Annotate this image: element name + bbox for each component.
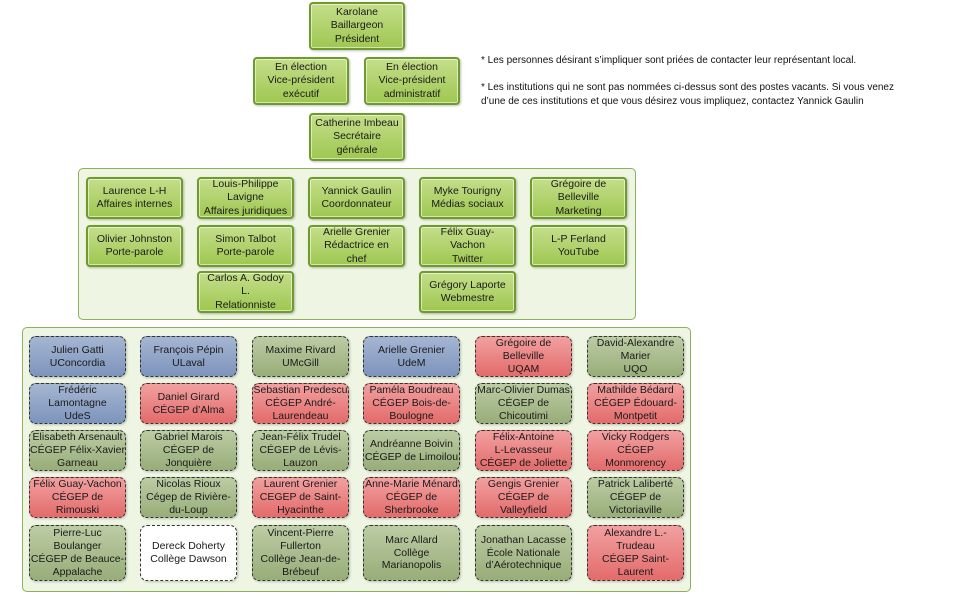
representative-box: Elisabeth Arsenault CÉGEP Félix-Xavier G…: [29, 430, 126, 471]
president-box: Karolane Baillargeon Président: [309, 2, 405, 50]
committee-member-box: Olivier Johnston Porte-parole: [86, 225, 183, 267]
representative-box: Jean-Félix Trudel CÉGEP de Lévis- Lauzon: [252, 430, 349, 471]
representative-box: Grégoire de Belleville UQAM: [475, 336, 572, 377]
representative-box: François Pépin ULaval: [140, 336, 237, 377]
representative-box: Gabriel Marois CÉGEP de Jonquière: [140, 430, 237, 471]
representative-box: Dereck Doherty Collège Dawson: [140, 525, 237, 581]
committee-member-box: Simon Talbot Porte-parole: [197, 225, 294, 267]
committee-member-box: Félix Guay-Vachon Twitter: [419, 225, 516, 267]
representative-box: Nicolas Rioux Cégep de Rivière- du-Loup: [140, 477, 237, 518]
representative-box: Marc-Olivier Dumas CÉGEP de Chicoutimi: [475, 383, 572, 424]
representative-box: David-Alexandre Marier UQO: [587, 336, 684, 377]
committee-member-box: Laurence L-H Affaires internes: [86, 177, 183, 219]
representative-box: Mathilde Bédard CÉGEP Édouard- Montpetit: [587, 383, 684, 424]
representative-box: Frédéric Lamontagne UdeS: [29, 383, 126, 424]
representative-box: Paméla Boudreau CÉGEP Bois-de- Boulogne: [363, 383, 460, 424]
representative-box: Patrick Laliberté CÉGEP de Victoriaville: [587, 477, 684, 518]
representative-box: Jonathan Lacasse École Nationale d’Aérot…: [475, 525, 572, 581]
committee-member-box: Grégoire de Belleville Marketing: [530, 177, 627, 219]
vp-executif-box: En élection Vice-président exécutif: [253, 57, 349, 105]
representative-box: Andréanne Boivin CÉGEP de Limoilou: [363, 430, 460, 471]
representative-box: Arielle Grenier UdeM: [363, 336, 460, 377]
representatives-panel: [22, 327, 691, 592]
representative-box: Gengis Grenier CÉGEP de Valleyfield: [475, 477, 572, 518]
representative-box: Julien Gatti UConcordia: [29, 336, 126, 377]
representative-box: Laurent Grenier CEGEP de Saint- Hyacinth…: [252, 477, 349, 518]
committee-member-box: Yannick Gaulin Coordonnateur: [308, 177, 405, 219]
note-vacant-posts: * Les institutions qui ne sont pas nommé…: [481, 82, 894, 107]
representative-box: Sebastian Predescu CÉGEP André- Laurende…: [252, 383, 349, 424]
representative-box: Maxime Rivard UMcGill: [252, 336, 349, 377]
secretaire-generale-box: Catherine Imbeau Secrétaire générale: [309, 113, 405, 161]
note-contact: * Les personnes désirant s’impliquer son…: [481, 55, 857, 66]
representative-box: Vicky Rodgers CÉGEP Monmorency: [587, 430, 684, 471]
vp-administratif-box: En élection Vice-président administratif: [364, 57, 460, 105]
committee-member-box: Grégory Laporte Webmestre: [419, 271, 516, 313]
committee-member-box: L-P Ferland YouTube: [530, 225, 627, 267]
committee-member-box: Arielle Grenier Rédactrice en chef: [308, 225, 405, 267]
committee-member-box: Myke Tourigny Médias sociaux: [419, 177, 516, 219]
representative-box: Alexandre L.- Trudeau CÉGEP Saint- Laure…: [587, 525, 684, 581]
representative-box: Félix Guay-Vachon CÉGEP de Rimouski: [29, 477, 126, 518]
representative-box: Pierre-Luc Boulanger CÉGEP de Beauce- Ap…: [29, 525, 126, 581]
representative-box: Daniel Girard CÉGEP d’Alma: [140, 383, 237, 424]
committee-member-box: Louis-Philippe Lavigne Affaires juridiqu…: [197, 177, 294, 219]
representative-box: Marc Allard Collège Marianopolis: [363, 525, 460, 581]
representative-box: Anne-Marie Ménard CÉGEP de Sherbrooke: [363, 477, 460, 518]
representative-box: Vincent-Pierre Fullerton Collège Jean-de…: [252, 525, 349, 581]
committee-member-box: Carlos A. Godoy L. Relationniste: [197, 271, 294, 313]
representative-box: Félix-Antoine L-Levasseur CÉGEP de Jolie…: [475, 430, 572, 471]
